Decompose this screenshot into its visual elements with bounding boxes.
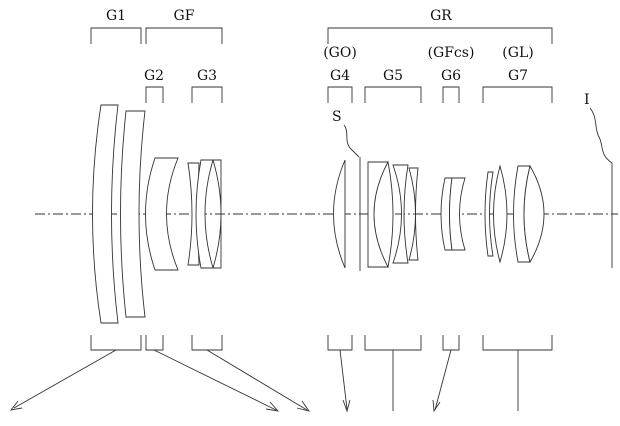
bracket-g6-top — [442, 86, 460, 103]
bracket-g2-top — [145, 86, 164, 103]
lens-g4 — [333, 159, 346, 269]
bracket-gr-top — [327, 27, 553, 44]
lens-g2 — [145, 157, 179, 271]
label-g3: G3 — [197, 68, 217, 84]
label-g7: G7 — [508, 68, 528, 84]
label-gf: GF — [174, 8, 195, 24]
arrow-g2 — [153, 349, 280, 412]
lens-g1-a — [92, 104, 119, 324]
label-g1: G1 — [106, 8, 126, 24]
bracket-g7-top — [482, 86, 553, 103]
lens-g5-c — [392, 164, 409, 264]
arrow-g6 — [432, 349, 452, 413]
arrow-g4 — [339, 349, 351, 413]
bracket-g2-bottom — [145, 335, 164, 351]
bracket-g5-bottom — [364, 335, 422, 351]
bracket-g3-top — [191, 86, 223, 103]
stop-leader — [343, 124, 360, 158]
bracket-g1-bottom — [90, 335, 142, 351]
arrow-g1 — [9, 349, 117, 411]
label-gr: GR — [430, 8, 452, 24]
label-g5: G5 — [383, 68, 403, 84]
bracket-g6-bottom — [442, 335, 460, 351]
lens-g3-c — [212, 159, 222, 269]
bracket-g4-bottom — [327, 335, 353, 351]
label-stop: S — [332, 109, 342, 125]
label-gfcs: (GFcs) — [428, 45, 475, 61]
lens-g1-b — [120, 110, 146, 318]
bracket-g1-top — [90, 27, 142, 44]
lens-g5-b — [373, 160, 394, 269]
label-image: I — [584, 92, 590, 108]
lens-g6-b — [449, 177, 466, 251]
bracket-g3-bottom — [191, 335, 223, 351]
bracket-g5-top — [364, 86, 422, 103]
lens-g7-d — [523, 164, 545, 264]
bracket-g4-top — [327, 86, 353, 103]
image-leader — [589, 107, 613, 164]
label-g4: G4 — [330, 68, 350, 84]
label-g6: G6 — [441, 68, 461, 84]
label-go: (GO) — [323, 45, 357, 61]
label-gl: (GL) — [502, 45, 533, 61]
lens-g7-b — [493, 164, 508, 264]
label-g2: G2 — [144, 68, 164, 84]
lens-g5-d — [408, 167, 419, 261]
arrow-g3 — [206, 349, 311, 412]
bracket-gf-top — [145, 27, 223, 44]
bracket-g7-bottom — [482, 335, 553, 351]
lens-g7-a — [484, 171, 494, 257]
